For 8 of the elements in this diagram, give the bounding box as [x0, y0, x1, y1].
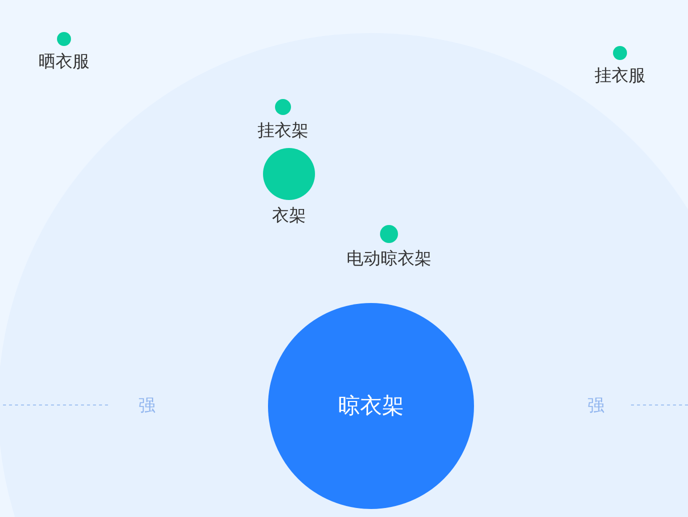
keyword-label: 晒衣服 — [38, 52, 90, 72]
keyword-label: 晾衣架 — [338, 393, 404, 421]
keyword-label: 挂衣架 — [258, 121, 308, 141]
strength-label: 强 — [588, 396, 604, 416]
keyword-label: 电动晾衣架 — [346, 249, 432, 269]
keyword-label: 衣架 — [272, 206, 306, 226]
strength-label: 强 — [138, 396, 156, 416]
keyword-label: 挂衣服 — [594, 66, 646, 86]
